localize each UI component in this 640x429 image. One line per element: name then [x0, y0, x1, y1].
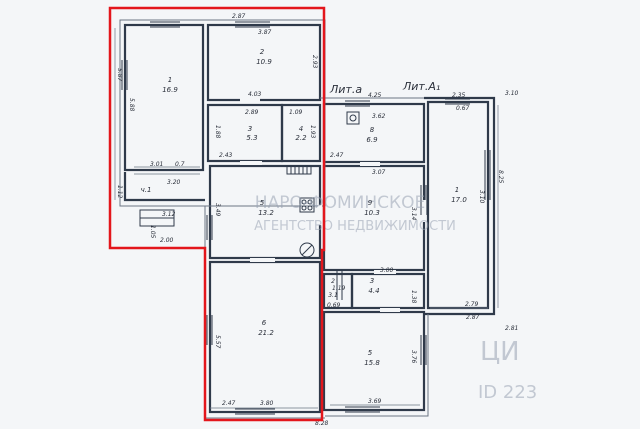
room-6-number: 6 — [262, 319, 267, 327]
dim-room4-top: 1.09 — [289, 109, 303, 116]
dim-lit-a1-top: 4.25 — [368, 92, 382, 99]
room-2-number: 2 — [260, 48, 265, 56]
dim-room2-right: 2.93 — [311, 55, 318, 69]
labels: Лит.а Лит.А₁ 2.87 3.87 5.87 5.88 2.93 4.… — [116, 13, 519, 427]
dim-bottom-a: 2.47 — [222, 400, 236, 407]
room-6-area: 21.2 — [258, 329, 274, 337]
room-12-number: 2 — [331, 278, 335, 285]
dim-105: 1.05 — [149, 225, 156, 239]
dim-310b: 3.10 — [505, 90, 519, 97]
dim-room3-left: 1.88 — [214, 125, 221, 139]
dim-room7-area: 0.7 — [175, 161, 185, 168]
highlight-outline — [108, 6, 326, 422]
dim-243: 2.43 — [219, 152, 233, 159]
dim-bottom-b: 3.80 — [260, 400, 274, 407]
sink-icon — [346, 111, 360, 125]
fixtures — [139, 111, 360, 300]
room-4-number: 4 — [299, 125, 303, 133]
room-9-area: 10.3 — [364, 209, 380, 217]
room-10-area: 17.0 — [451, 196, 467, 204]
boiler-icon — [299, 242, 315, 258]
dim-312: 3.12 — [162, 211, 176, 218]
dim-right-top: 2.35 — [452, 92, 466, 99]
wall-room-1 — [123, 23, 205, 172]
dim-279: 2.79 — [465, 301, 479, 308]
lit-a-label: Лит.а — [329, 83, 362, 96]
stove-icon — [299, 197, 315, 213]
dim-room1-inner-right: 5.88 — [128, 98, 135, 112]
dim-room6-left: 5.57 — [214, 335, 221, 349]
dim-287: 2.87 — [466, 314, 480, 321]
room-1-area: 16.9 — [162, 86, 178, 94]
dim-room1-left: 5.87 — [116, 68, 123, 82]
dim-room5-left: 3.49 — [214, 203, 221, 217]
room-1-number: 1 — [168, 76, 172, 84]
watermark-side2: ID 223 — [478, 382, 537, 403]
dim-247: 2.47 — [330, 152, 344, 159]
wall-room-2 — [206, 23, 322, 102]
dim-403: 4.03 — [248, 91, 262, 98]
room-3-number: 3 — [248, 125, 252, 133]
lit-a1-label: Лит.А₁ — [402, 80, 440, 93]
dimension-lines — [114, 28, 499, 409]
dim-bottom-c: 3.69 — [368, 398, 382, 405]
doors — [240, 98, 426, 312]
wall-porch — [123, 172, 205, 202]
dim-310: 3.10 — [478, 190, 485, 204]
dim-room14-right: 3.76 — [410, 350, 417, 364]
wall-room-14 — [322, 310, 426, 412]
dim-room12-left: 1.19 — [332, 285, 346, 292]
room-10-number: 1 — [455, 186, 459, 194]
room-8-number: 8 — [370, 126, 375, 134]
dim-320: 3.20 — [167, 179, 181, 186]
dim-112-left: 1.12 — [116, 185, 123, 199]
room-2-area: 10.9 — [256, 58, 272, 66]
wall-right-shell — [424, 96, 496, 316]
dim-room2-top: 3.87 — [258, 29, 272, 36]
dim-room3-top: 2.89 — [245, 109, 259, 116]
room-14-number: 5 — [368, 349, 373, 357]
watermark-line2: АГЕНТСТВО НЕДВИЖИМОСТИ — [254, 219, 456, 234]
dim-room8-top: 3.62 — [372, 113, 386, 120]
dim-825: 8.25 — [497, 170, 504, 184]
dim-200: 2.00 — [160, 237, 174, 244]
dim-room4-right: 1.93 — [309, 125, 316, 139]
dim-069: 0.69 — [327, 302, 341, 309]
dim-281: 2.81 — [505, 325, 518, 332]
room-7-number: ч.1 — [141, 186, 152, 194]
dim-room9-left: 3.14 — [410, 207, 417, 221]
dim-bottom-total: 8.28 — [315, 420, 329, 427]
room-13-number: 3 — [370, 277, 374, 285]
room-14-area: 15.8 — [364, 359, 380, 367]
dim-room1-bottom: 3.01 — [150, 161, 163, 168]
dim-room9-top: 3.07 — [372, 169, 386, 176]
watermark-side1: ЦИ — [480, 337, 520, 367]
dim-300: 3.00 — [380, 267, 394, 274]
room-13-area: 4.4 — [368, 287, 379, 295]
room-12-area: 3.1 — [328, 292, 338, 299]
room-3-area: 5.3 — [246, 134, 257, 142]
dim-138: 1.38 — [410, 290, 417, 304]
dim-far-right-top: 0.67 — [456, 105, 470, 112]
room-9-number: 9 — [368, 199, 373, 207]
room-5-area: 13.2 — [258, 209, 274, 217]
room-4-area: 2.2 — [295, 134, 307, 142]
room-8-area: 6.9 — [366, 136, 378, 144]
dim-top-main: 2.87 — [232, 13, 246, 20]
watermark-line1: НАРО-ФОМИНСКОЕ — [255, 193, 425, 213]
wall-room-4 — [280, 103, 322, 163]
watermark: НАРО-ФОМИНСКОЕ АГЕНТСТВО НЕДВИЖИМОСТИ ЦИ… — [254, 193, 537, 403]
room-5-number: 5 — [260, 199, 265, 207]
